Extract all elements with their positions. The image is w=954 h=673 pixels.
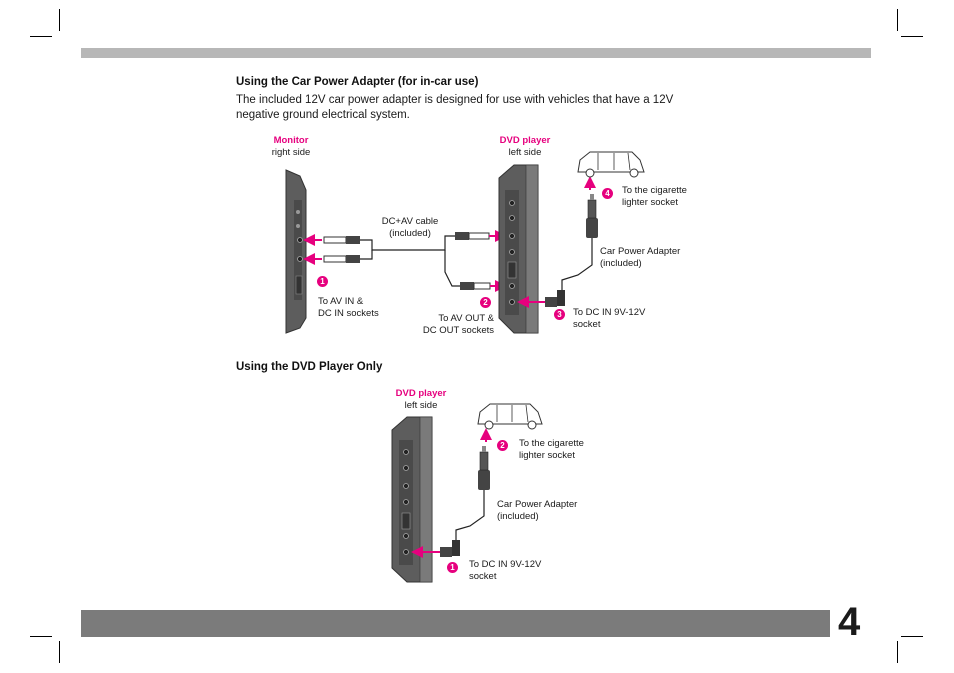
dvd-subtitle-2: left side	[404, 400, 438, 411]
crop-mark	[901, 636, 923, 637]
cigarette-label-2-line1: To the cigarette	[519, 438, 584, 449]
step-badge-3: 3	[554, 309, 565, 320]
step-badge-1b: 1	[447, 562, 458, 573]
dc-in-label-2: To DC IN 9V-12V socket	[469, 559, 541, 583]
av-in-label: To AV IN & DC IN sockets	[318, 296, 379, 320]
crop-mark	[30, 636, 52, 637]
cable-label-line1: DC+AV cable	[381, 216, 439, 227]
crop-mark	[901, 36, 923, 37]
dvd-title-2: DVD player	[395, 388, 447, 399]
monitor-title: Monitor	[273, 135, 309, 146]
cable-label: DC+AV cable (included)	[378, 216, 442, 240]
footer-bar	[81, 610, 830, 637]
dc-in-label-2-line2: socket	[469, 571, 497, 582]
dvd-subtitle: left side	[508, 147, 542, 158]
dvd-player-device	[498, 164, 539, 334]
adapter-label-2: Car Power Adapter (included)	[497, 499, 577, 523]
section1-body-line2: negative ground electrical system.	[236, 109, 410, 121]
crop-mark	[59, 641, 60, 663]
dc-in-label-line1: To DC IN 9V-12V	[573, 307, 646, 318]
adapter-label: Car Power Adapter (included)	[600, 246, 680, 270]
section2-heading: Using the DVD Player Only	[236, 361, 383, 373]
car-icon	[577, 151, 645, 178]
car-icon	[477, 403, 543, 430]
dc-in-label-2-line1: To DC IN 9V-12V	[469, 559, 542, 570]
section1-body-line1: The included 12V car power adapter is de…	[236, 94, 674, 106]
step-badge-4: 4	[602, 188, 613, 199]
crop-mark	[897, 641, 898, 663]
cigarette-label-line2: lighter socket	[622, 197, 678, 208]
page-number: 4	[838, 600, 861, 644]
cable-label-line2: (included)	[389, 228, 431, 239]
monitor-device	[285, 169, 307, 334]
adapter-label-2-line1: Car Power Adapter	[497, 499, 578, 510]
dvd-title: DVD player	[499, 135, 551, 146]
crop-mark	[897, 9, 898, 31]
dvd-player-device	[391, 416, 433, 583]
av-out-label-line2: DC OUT sockets	[422, 325, 494, 336]
cigarette-label: To the cigarette lighter socket	[622, 185, 687, 209]
cigarette-label-line1: To the cigarette	[622, 185, 687, 196]
step-badge-2: 2	[480, 297, 491, 308]
header-bar	[81, 48, 871, 58]
step-badge-2b: 2	[497, 440, 508, 451]
av-out-label: To AV OUT & DC OUT sockets	[418, 313, 494, 337]
av-in-label-line2: DC IN sockets	[318, 308, 379, 319]
monitor-subtitle: right side	[271, 147, 311, 158]
dc-in-label: To DC IN 9V-12V socket	[573, 307, 645, 331]
step-badge-1: 1	[317, 276, 328, 287]
crop-mark	[30, 36, 52, 37]
adapter-label-line1: Car Power Adapter	[600, 246, 681, 257]
cigarette-label-2-line2: lighter socket	[519, 450, 575, 461]
crop-mark	[59, 9, 60, 31]
dc-in-label-line2: socket	[573, 319, 601, 330]
cigarette-label-2: To the cigarette lighter socket	[519, 438, 584, 462]
av-in-label-line1: To AV IN &	[318, 296, 364, 307]
av-out-label-line1: To AV OUT &	[438, 313, 494, 324]
adapter-label-line2: (included)	[600, 258, 642, 269]
adapter-label-2-line2: (included)	[497, 511, 539, 522]
section1-heading: Using the Car Power Adapter (for in-car …	[236, 76, 479, 88]
